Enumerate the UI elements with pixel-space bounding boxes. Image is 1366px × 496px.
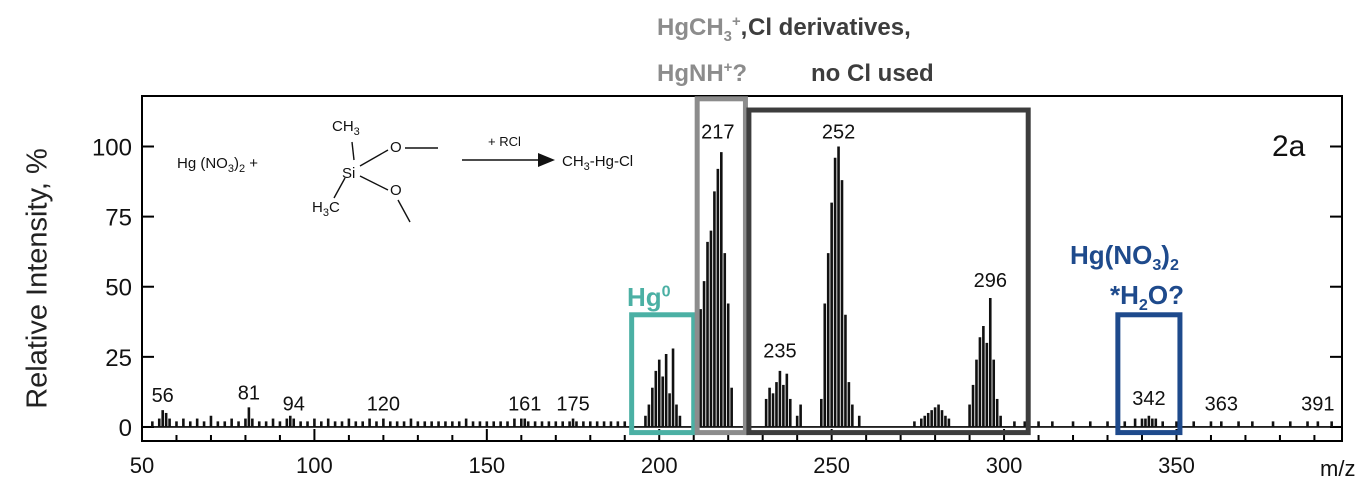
highlight-box-ch3 [694,96,748,436]
peak-label: 363 [1205,394,1238,416]
annotation-hgch3: HgCH3+, [657,14,748,45]
peak-label: 342 [1132,388,1165,410]
peak-label: 235 [763,340,796,362]
bond-lines [333,141,438,223]
panel-label: 2a [1272,130,1306,163]
peak-label: 296 [974,270,1007,292]
peak-label: 56 [152,385,174,407]
silicon-label: Si [342,165,355,182]
x-tick-label: 150 [468,453,505,478]
product-label: CH3-Hg-Cl [562,153,633,173]
oxygen-top-label: O [390,139,402,156]
peak-label: 120 [367,394,400,416]
methyl-bottom-label: H3C [312,199,340,219]
x-tick-label: 200 [641,453,678,478]
x-tick-label: 50 [130,453,154,478]
peak-label: 391 [1301,394,1334,416]
x-axis-label: m/z [1320,456,1355,481]
annotation-hgnh: HgNH+? [657,60,748,87]
x-tick-label: 100 [296,453,333,478]
x-tick-label: 250 [813,453,850,478]
reactant-mercuric-nitrate: Hg (NO3)2 + [177,155,258,175]
x-tick-label: 300 [986,453,1023,478]
peak-label: 81 [238,382,260,404]
annotation-mercuric-nitrate: Hg(NO3)2 [1070,240,1179,275]
annotation-no-cl-used: no Cl used [811,60,934,87]
peak-label: 161 [508,394,541,416]
highlight-box-hg0 [629,312,697,436]
reaction-arrow [462,153,555,167]
y-tick-label: 25 [105,345,132,372]
annotation-water: *H2O? [1110,280,1184,315]
reagent-label: + RCl [488,134,521,149]
y-tick-label: 100 [92,134,132,161]
highlight-box-nitrate [1115,312,1183,436]
peak-label: 175 [556,394,589,416]
peak-label: 252 [822,121,855,143]
peak-label: 94 [283,394,305,416]
y-tick-label: 50 [105,275,132,302]
x-tick-label: 350 [1158,453,1195,478]
reaction-scheme: Hg (NO3)2 + CH3 Si H3C O O + RCl [177,118,633,223]
y-axis-label: Relative Intensity, % [21,148,54,409]
plot-frame [141,95,1343,442]
annotation-cl-derivatives: Cl derivatives, [748,14,911,41]
methyl-top-label: CH3 [332,118,360,138]
y-tick-label: 0 [119,415,132,442]
y-tick-label: 75 [105,205,132,232]
highlight-box-cl [746,107,1031,436]
peak-label: 217 [701,121,734,143]
oxygen-bottom-label: O [390,182,402,199]
annotation-hg0: Hg0 [627,282,671,312]
